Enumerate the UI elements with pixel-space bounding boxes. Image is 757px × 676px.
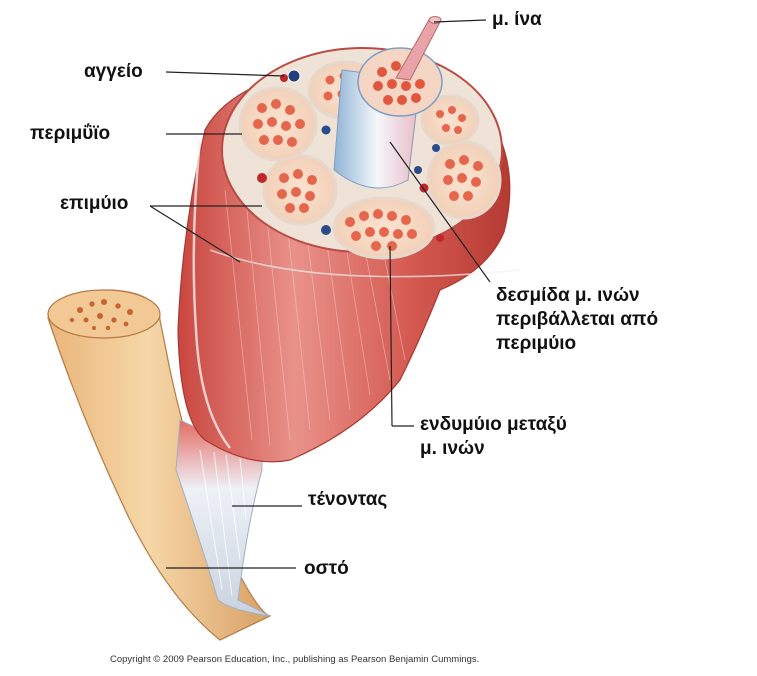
label-fascicle-line-1: δεσμίδα μ. ινών: [496, 285, 640, 306]
label-fascicle-line-3: περιμύιο: [496, 333, 577, 354]
label-vessel: αγγείο: [84, 61, 143, 82]
label-endomysium: ενδυμύιο μεταξύ μ. ινών: [420, 413, 567, 461]
label-endomysium-line-2: μ. ινών: [420, 438, 485, 459]
leader-lines: [149, 19, 491, 569]
blood-vessels: [257, 69, 444, 242]
label-fascicle-line-2: περιβάλλεται από: [496, 309, 659, 330]
fascicle: [420, 94, 480, 146]
label-endomysium-line-1: ενδυμύιο μεταξύ: [420, 414, 567, 435]
label-bone: οστό: [304, 558, 349, 579]
label-perimysium: περιμΰϊο: [30, 123, 111, 144]
label-epimysium: επιμύιο: [60, 193, 129, 214]
label-muscle-fiber: μ. ίνα: [492, 9, 542, 30]
bone-cross-section: [47, 289, 161, 339]
label-fascicle: δεσμίδα μ. ινών περιβάλλεται από περιμύι…: [496, 284, 658, 356]
label-tendon: τένοντας: [308, 489, 388, 510]
protruding-fascicle: [333, 16, 443, 189]
copyright-notice: Copyright © 2009 Pearson Education, Inc.…: [110, 654, 480, 665]
